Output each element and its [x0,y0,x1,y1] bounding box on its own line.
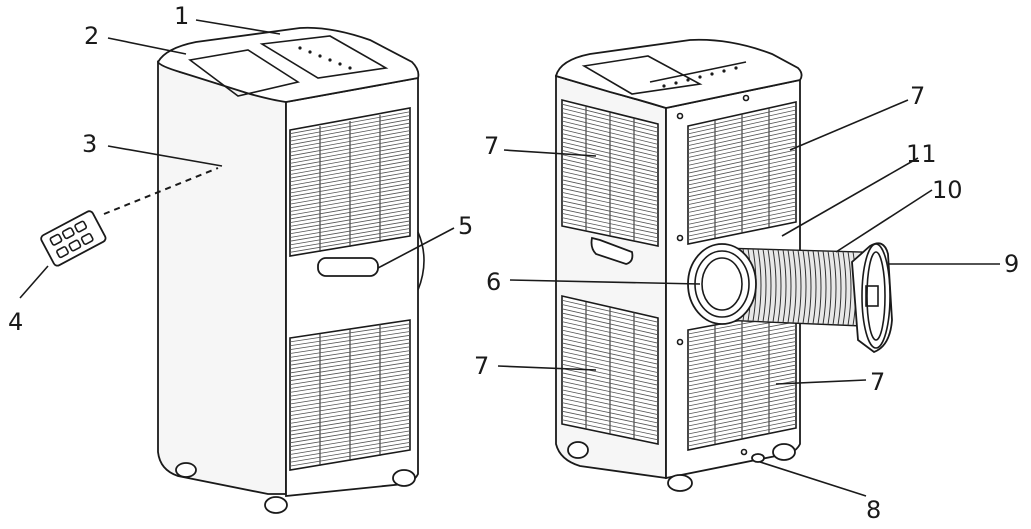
rear-left-lower-grille [561,294,659,445]
rear-wheels [567,441,796,492]
exhaust-hose [719,247,863,327]
callout-7-d: 7 [870,368,885,396]
leader-lines [19,19,1000,497]
callout-7-a: 7 [484,132,499,160]
callout-10: 10 [932,176,963,204]
front-handle [317,257,379,277]
top-window [188,49,301,97]
callout-11: 11 [906,140,937,168]
callout-4: 4 [8,308,23,336]
rear-side-handle [590,236,634,265]
callout-9: 9 [1004,250,1019,278]
callout-8: 8 [866,496,881,524]
callout-2: 2 [84,22,99,50]
rear-top-window [581,55,703,95]
rear-left-upper-grille [561,98,659,247]
window-adapter [851,242,893,354]
front-upper-grille [289,107,411,257]
callout-1: 1 [174,2,189,30]
callout-numbers: 1 2 3 4 5 7 7 11 10 9 6 7 7 8 [8,2,1019,524]
front-lower-grille [289,319,411,471]
rear-right-lower-grille [687,309,797,451]
front-unit [156,26,425,514]
control-buttons [298,46,352,70]
front-wheels [175,462,416,514]
callout-7-b: 7 [910,82,925,110]
callout-7-c: 7 [474,352,489,380]
rear-right-upper-grille [687,101,797,245]
callout-5: 5 [458,212,473,240]
rear-control-buttons [662,66,738,88]
remote-control [40,210,107,267]
callout-6: 6 [486,268,501,296]
drain-outlet [751,453,765,463]
rear-unit [554,38,893,492]
callout-3: 3 [82,130,97,158]
control-panel [259,35,389,79]
remote-signal-line [103,167,219,215]
